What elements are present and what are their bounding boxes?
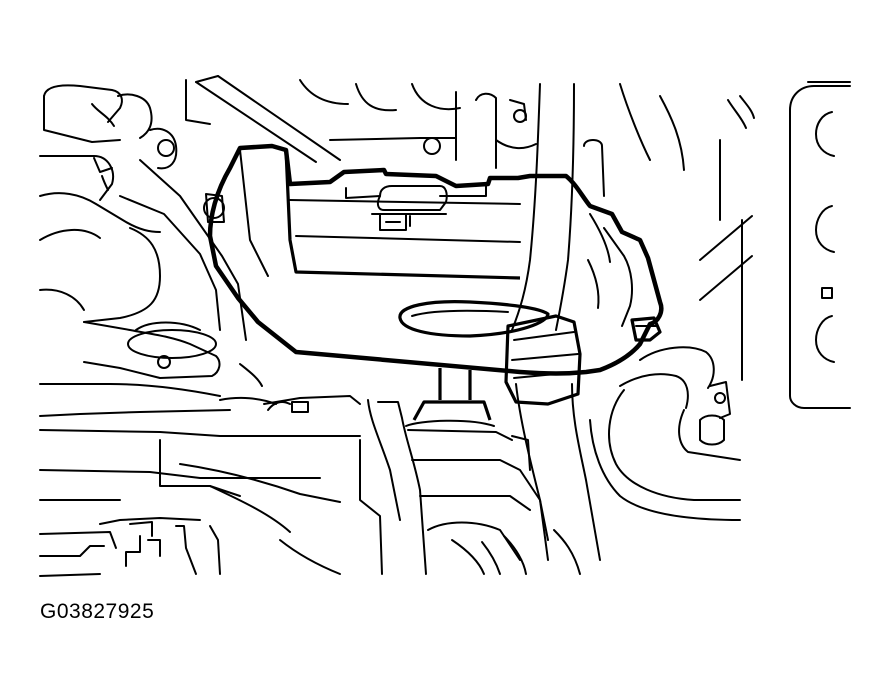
diagonal-rod xyxy=(195,75,341,163)
lower-left-mount xyxy=(39,321,231,417)
hose-clamp xyxy=(504,314,582,406)
main-component-housing xyxy=(207,143,664,376)
support-stem xyxy=(405,368,495,427)
right-hose-assembly xyxy=(589,346,741,521)
housing-opening xyxy=(398,300,550,338)
figure-id-label: G03827925 xyxy=(40,600,155,623)
right-side-panel xyxy=(699,81,851,409)
upper-left-bracket xyxy=(39,84,247,341)
small-bolts xyxy=(157,139,225,223)
lower-engine-area xyxy=(39,363,581,577)
upper-background-parts xyxy=(185,79,685,171)
upper-bolt-head xyxy=(157,139,175,157)
right-bolt xyxy=(630,316,662,342)
left-bolt-head xyxy=(203,197,225,219)
